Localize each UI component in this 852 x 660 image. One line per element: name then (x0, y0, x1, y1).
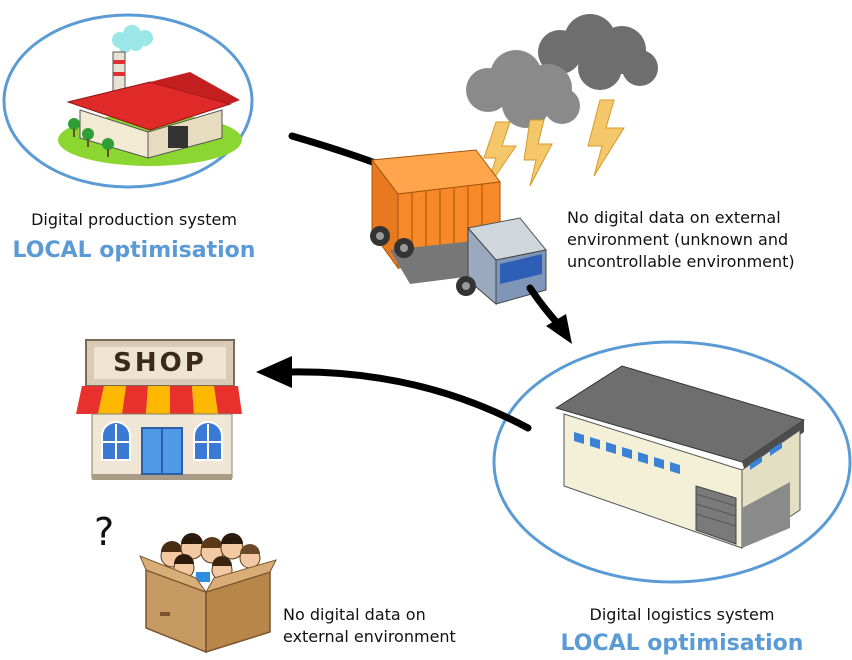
customers-note-line-2: external environment (283, 627, 456, 646)
transport-note-line-2: environment (unknown and (567, 230, 789, 249)
shop-icon (76, 339, 242, 480)
shop-sign: SHOP (113, 348, 207, 378)
truck-icon (370, 149, 547, 306)
transport-note: No digital data on external environment … (567, 207, 795, 273)
arrow-warehouse-to-shop (286, 368, 532, 432)
logistics-caption: Digital logistics system (589, 605, 775, 624)
storm-cloud-icon (466, 14, 658, 191)
arrowhead-warehouse-to-shop (256, 356, 292, 388)
transport-note-line-1: No digital data on external (567, 208, 781, 227)
warehouse-icon (554, 365, 806, 549)
factory-icon (58, 25, 242, 166)
logistics-optimisation-label: LOCAL optimisation (560, 631, 804, 656)
customers-note-line-1: No digital data on (283, 605, 426, 624)
box-of-people-icon (139, 533, 277, 654)
arrow-truck-to-warehouse (526, 284, 564, 330)
question-mark: ? (94, 510, 115, 554)
arrow-factory-to-truck (288, 132, 382, 168)
production-ellipse (2, 13, 254, 189)
production-optimisation-label: LOCAL optimisation (12, 238, 256, 263)
production-caption: Digital production system (31, 210, 237, 229)
arrowhead-truck-to-warehouse (546, 314, 572, 344)
customers-note: No digital data on external environment (283, 604, 456, 648)
transport-note-line-3: uncontrollable environment) (567, 252, 795, 271)
logistics-ellipse (492, 340, 852, 584)
